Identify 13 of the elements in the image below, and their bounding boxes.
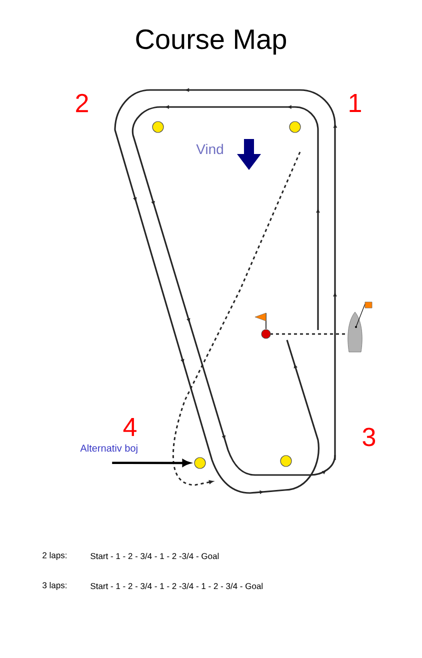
sequence-text: Start - 1 - 2 - 3/4 - 1 - 2 -3/4 - 1 - 2 - 3/4 - Goal [90,582,262,590]
callout-number: 2 [76,94,88,112]
callout-number: 4 [123,418,136,436]
callout-number: 3 [362,428,376,446]
callout-text: Alternativ boj [80,444,138,454]
buoy [194,457,206,469]
sequence-text: Start - 1 - 2 - 3/4 - 1 - 2 -3/4 - Goal [90,552,219,560]
legend-text: 3 laps: [42,582,66,590]
wind-label: Vind [196,144,223,154]
arrow [112,459,190,467]
title: Course Map [136,29,286,55]
legend-text: 2 laps: [42,552,66,560]
callout-number: 1 [350,94,361,112]
